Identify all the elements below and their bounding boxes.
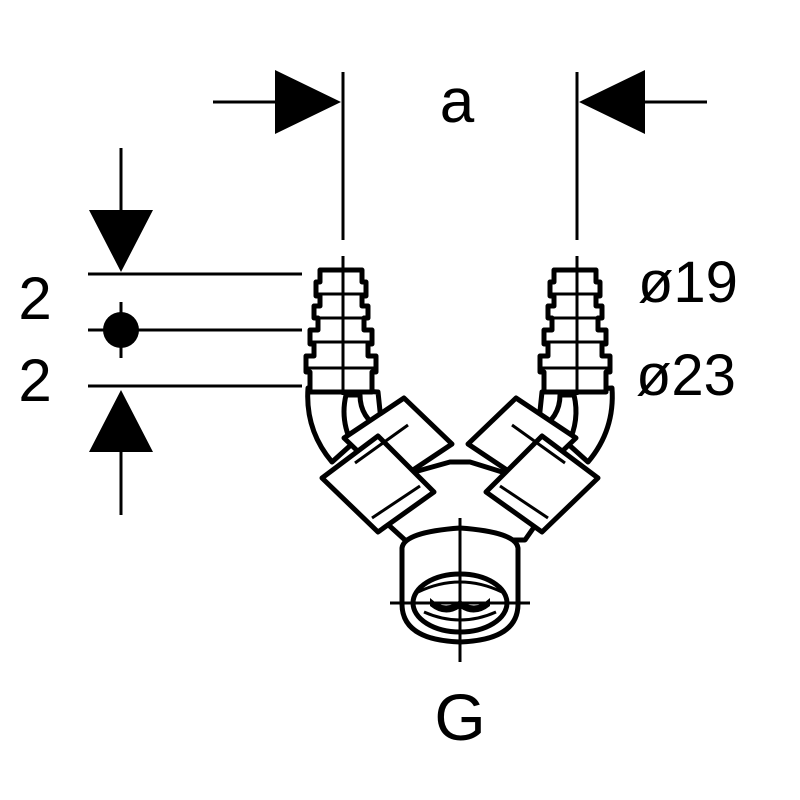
- left-union-nut: [319, 395, 455, 535]
- thread-label: G: [434, 680, 485, 754]
- dimension-a-label: a: [440, 67, 475, 136]
- diameter-small-label: ø19: [638, 250, 738, 315]
- dimension-a: a: [213, 67, 707, 240]
- arrow-up-icon: [89, 390, 153, 452]
- arrow-right-icon: [579, 70, 645, 134]
- dimension-lower-label: 2: [18, 347, 51, 414]
- y-connector: [303, 256, 615, 662]
- center-point-icon: [103, 312, 139, 348]
- arrow-down-icon: [89, 210, 153, 272]
- right-union-nut: [465, 395, 601, 535]
- dimension-upper-label: 2: [18, 265, 51, 332]
- arrow-left-icon: [275, 70, 341, 134]
- right-hose-barb: [537, 267, 613, 395]
- diameter-large-label: ø23: [636, 343, 736, 408]
- dimension-offset: 2 2: [18, 148, 302, 515]
- left-hose-barb: [303, 267, 379, 395]
